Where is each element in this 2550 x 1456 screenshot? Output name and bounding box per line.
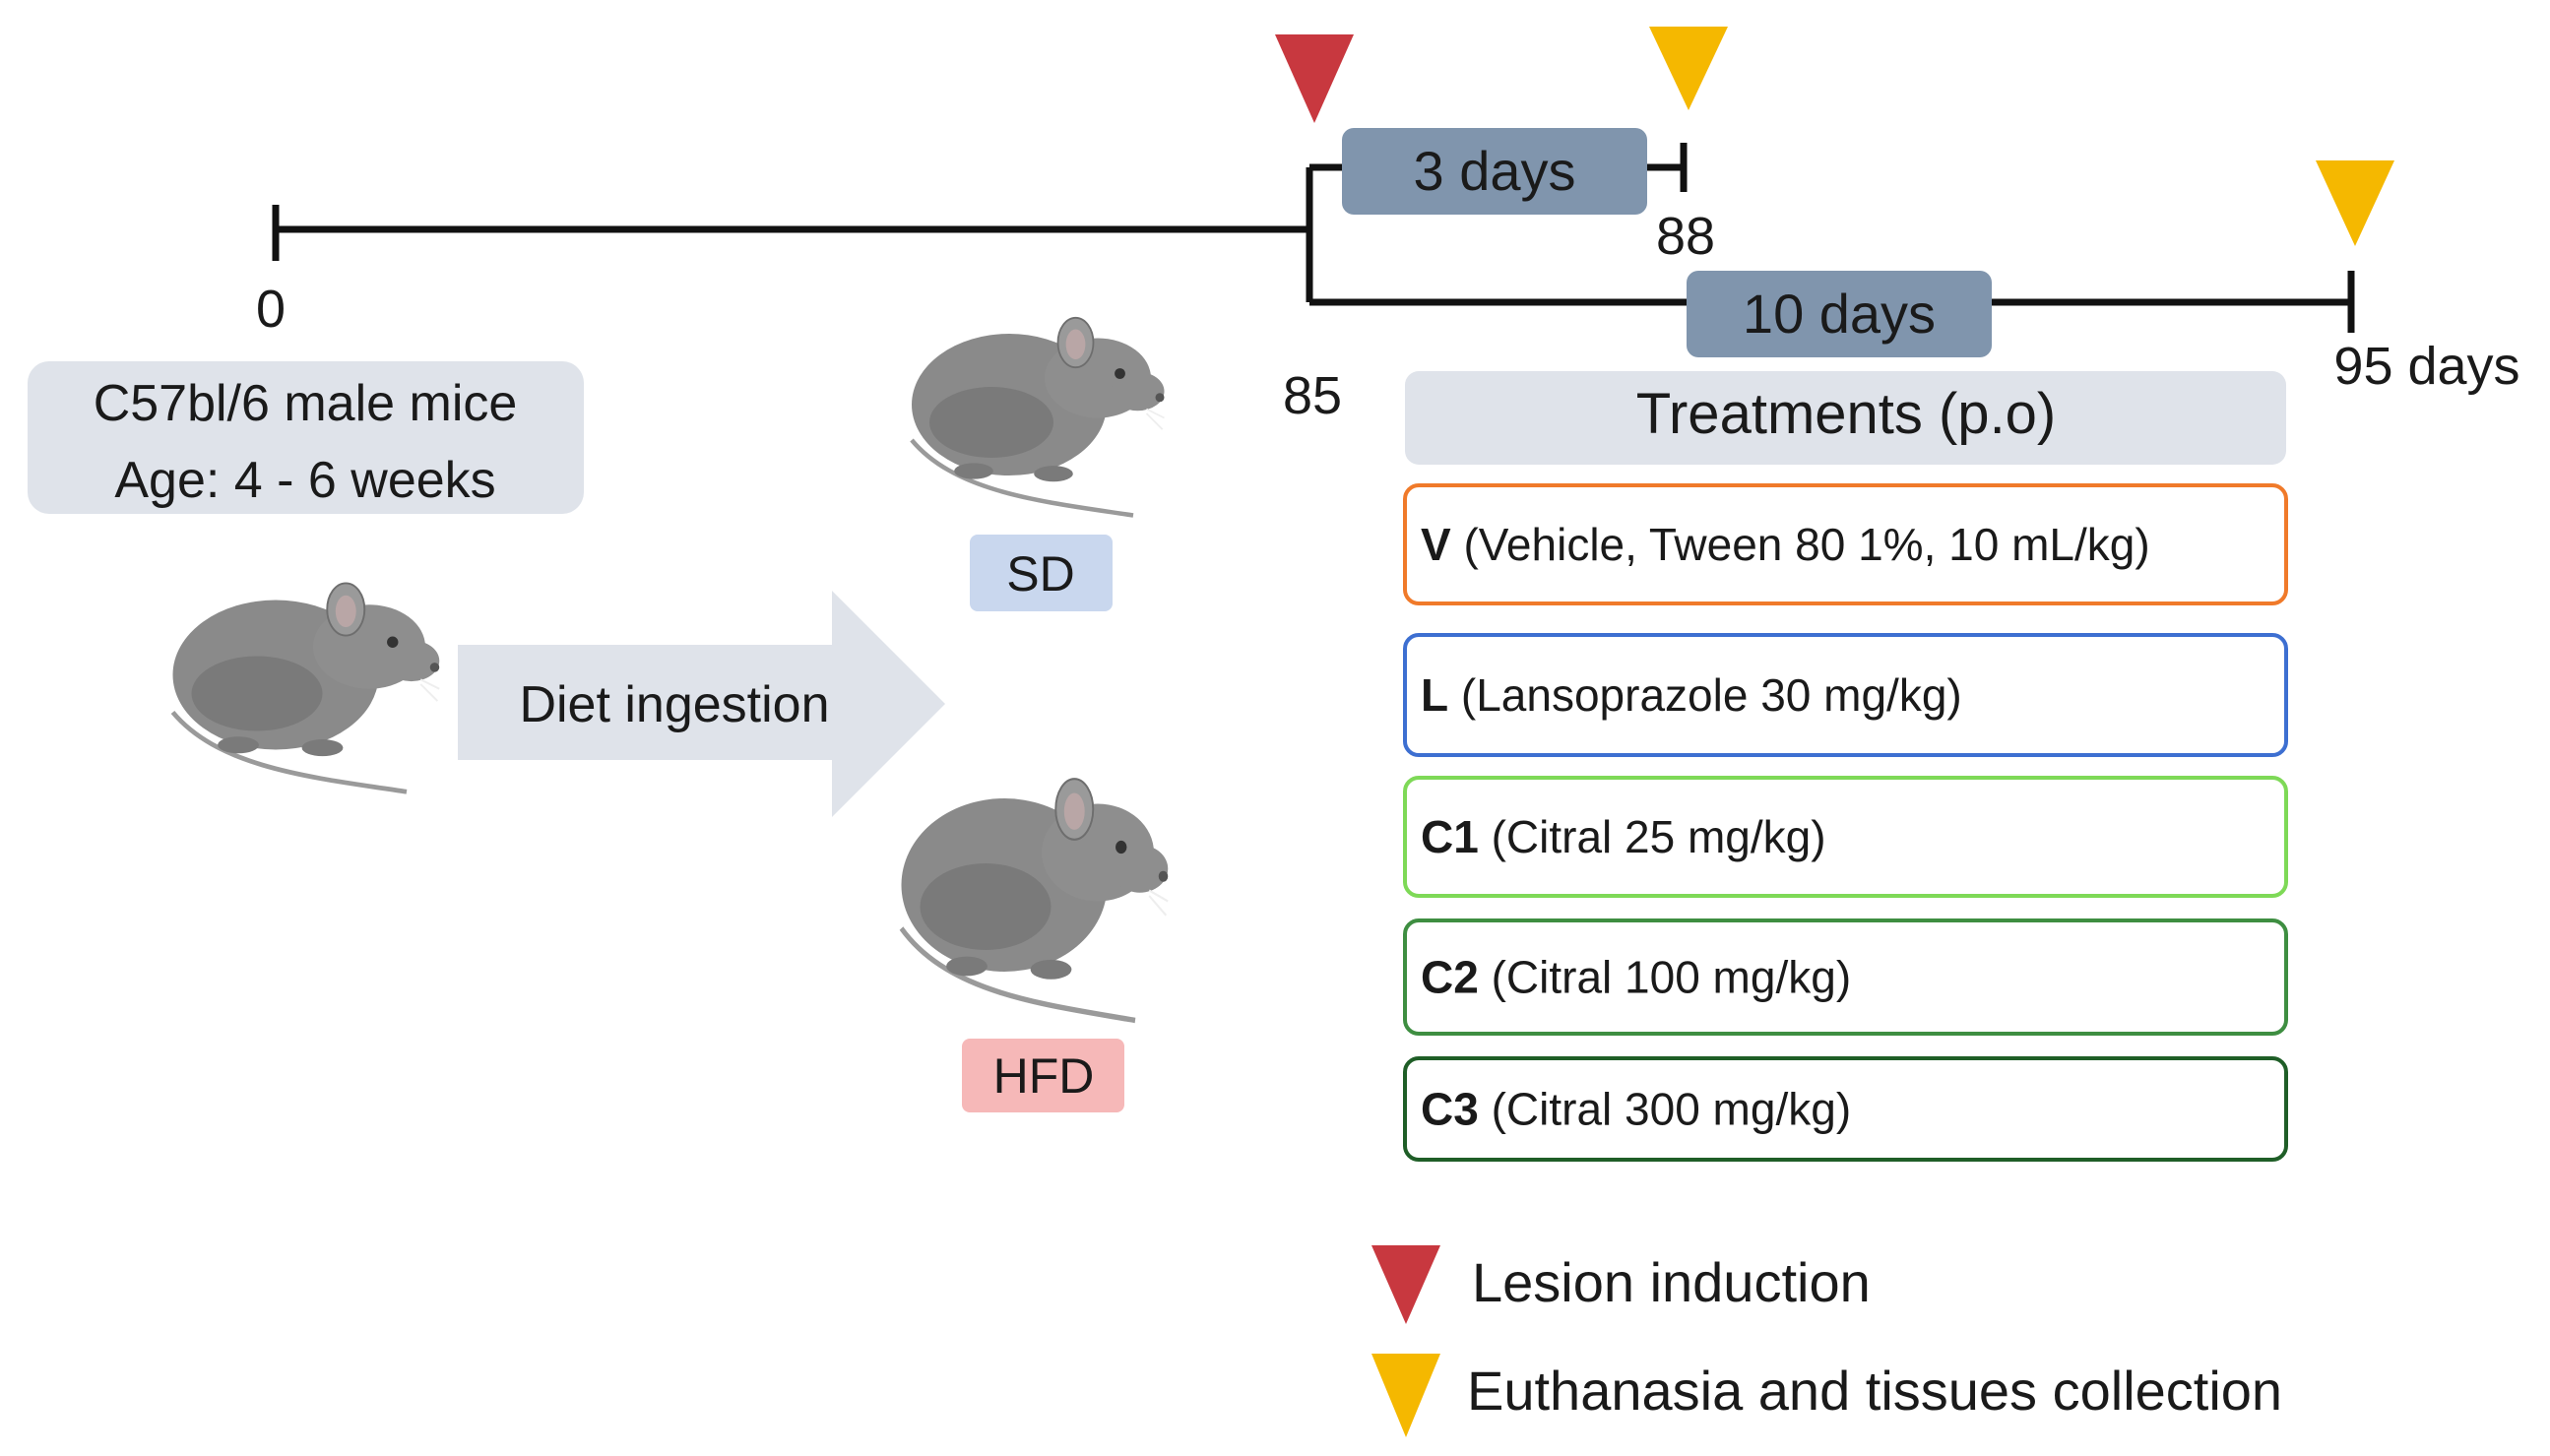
treatment-description: (Citral 300 mg/kg) [1479,1084,1851,1135]
timeline-start-label: 0 [256,280,286,339]
hfd-label: HFD [993,1048,1095,1104]
treatments-header: Treatments (p.o) [1405,371,2286,465]
treatment-code: C3 [1421,1084,1479,1135]
mouse-sd-icon [912,318,1165,516]
treatment-code: V [1421,519,1451,570]
timeline-short-end-label: 88 [1656,207,1715,266]
timeline-long-end-label: 95 days [2333,337,2519,396]
euthanasia-marker-long-icon [2316,160,2394,246]
treatment-code: L [1421,669,1448,721]
treatment-box [1403,776,2288,898]
legend: Lesion induction Euthanasia and tissues … [1371,1245,2282,1437]
legend-euthanasia-icon [1371,1354,1440,1437]
treatment-code: C2 [1421,952,1479,1003]
treatment-description: (Lansoprazole 30 mg/kg) [1448,669,1962,721]
legend-euthanasia-label: Euthanasia and tissues collection [1467,1360,2282,1422]
subjects-line2: Age: 4 - 6 weeks [114,452,495,509]
timeline [272,143,2355,333]
short-duration-box: 3 days [1342,128,1647,215]
subjects-box: C57bl/6 male mice Age: 4 - 6 weeks [28,361,584,514]
hfd-badge: HFD [962,1039,1124,1112]
treatment-box [1403,483,2288,605]
treatment-label: V (Vehicle, Tween 80 1%, 10 mL/kg) [1421,519,2150,570]
treatment-label: C3 (Citral 300 mg/kg) [1421,1084,1851,1135]
short-duration-label: 3 days [1414,140,1576,202]
sd-badge: SD [970,535,1113,611]
treatment-label: L (Lansoprazole 30 mg/kg) [1421,669,1962,721]
treatment-box [1403,633,2288,757]
treatment-code: C1 [1421,811,1479,862]
treatment-description: (Citral 100 mg/kg) [1479,952,1851,1003]
mouse-hfd-icon [902,779,1169,1020]
mouse-baseline-icon [173,583,440,791]
treatments-header-label: Treatments (p.o) [1636,382,2057,446]
treatment-item: V (Vehicle, Tween 80 1%, 10 mL/kg) [1403,483,2288,605]
treatment-description: (Citral 25 mg/kg) [1479,811,1826,862]
diet-arrow: Diet ingestion [458,591,945,817]
treatment-item: C1 (Citral 25 mg/kg) [1403,776,2288,898]
timeline-split-label: 85 [1283,366,1342,425]
treatment-box [1403,1056,2288,1162]
treatment-description: (Vehicle, Tween 80 1%, 10 mL/kg) [1451,519,2150,570]
treatment-item: C2 (Citral 100 mg/kg) [1403,918,2288,1036]
lesion-marker-icon [1275,34,1354,123]
sd-label: SD [1006,546,1074,601]
long-duration-label: 10 days [1743,283,1936,345]
subjects-line1: C57bl/6 male mice [94,375,518,432]
legend-lesion-label: Lesion induction [1472,1251,1871,1313]
long-duration-box: 10 days [1687,271,1992,357]
euthanasia-marker-short-icon [1649,27,1728,110]
legend-lesion-icon [1371,1245,1440,1324]
treatment-list: V (Vehicle, Tween 80 1%, 10 mL/kg) L (Lan… [1403,483,2288,1162]
treatment-item: L (Lansoprazole 30 mg/kg) [1403,633,2288,757]
diet-arrow-label: Diet ingestion [519,676,829,733]
treatment-label: C1 (Citral 25 mg/kg) [1421,811,1826,862]
treatment-box [1403,918,2288,1036]
treatment-item: C3 (Citral 300 mg/kg) [1403,1056,2288,1162]
treatment-label: C2 (Citral 100 mg/kg) [1421,952,1851,1003]
